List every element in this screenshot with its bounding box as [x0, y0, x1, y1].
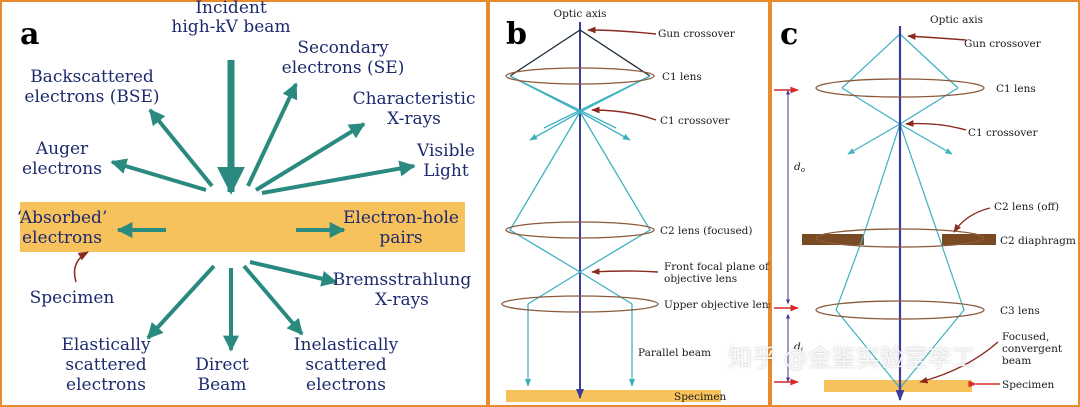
direct-label-1: Direct: [195, 355, 249, 375]
panel-b-border: [488, 0, 770, 407]
inelastic-label-3: electrons: [306, 375, 386, 395]
gun-cone: [509, 29, 651, 77]
panel-b-labels: Optic axis Gun crossover C1 lens C1 cros…: [553, 8, 770, 403]
panel-c-c3-lens-label: C3 lens: [1000, 305, 1040, 317]
backscattered-label-1: Backscattered: [30, 67, 154, 87]
watermark: 知乎 @金鉴实验室李工: [728, 344, 976, 372]
visible-label-1: Visible: [416, 141, 475, 161]
elastic-label-3: electrons: [66, 375, 146, 395]
inelastic-label-1: Inelastically: [294, 335, 399, 355]
specimen-pointer: [73, 251, 89, 283]
panel-c-c2-lens: [815, 228, 985, 248]
panel-a-letter: a: [20, 17, 39, 52]
panel-b-c2-lens: [505, 221, 655, 239]
absorbed-label-1: ‘Absorbed’: [17, 208, 108, 228]
bse-arrow: [148, 108, 214, 188]
panel-b-specimen-label: Specimen: [674, 391, 727, 403]
auger-label-1: Auger: [35, 139, 89, 159]
panel-b-letter: b: [506, 17, 527, 52]
panel-b-specimen-bar: [506, 390, 721, 402]
auger-arrow: [110, 158, 207, 192]
incident-label-1: Incident: [195, 0, 267, 18]
panel-a: a Incident high-kV beam Secondary electr…: [0, 0, 488, 407]
elastic-label-2: scattered: [65, 355, 146, 375]
absorbed-label-2: electrons: [22, 228, 102, 248]
panel-c-diagram: c Optic axis Gun crossov: [770, 0, 1080, 407]
panel-c-c1-crossover-label: C1 crossover: [968, 127, 1039, 139]
elastic-label-1: Elastically: [61, 335, 151, 355]
panel-b-c2-lens-label: C2 lens (focused): [660, 225, 752, 237]
secondary-label-1: Secondary: [297, 38, 389, 58]
panel-a-labels: Incident high-kV beam Secondary electron…: [17, 0, 476, 395]
panel-c-c3-lens: [815, 300, 985, 320]
c2-diaphragm-left: [802, 234, 864, 245]
panel-b-rays: [509, 75, 651, 387]
bremsstrahlung-label-1: Bremsstrahlung: [333, 270, 472, 290]
bremsstrahlung-label-2: X-rays: [375, 290, 429, 310]
inelastic-label-2: scattered: [305, 355, 386, 375]
d-i-label: di: [794, 341, 803, 354]
inelastic-arrow: [242, 264, 304, 336]
panel-c-c2-lens-label: C2 lens (off): [994, 201, 1059, 213]
visible-label-2: Light: [423, 161, 469, 181]
secondary-label-2: electrons (SE): [282, 58, 405, 78]
panel-b-upper-objective-label: Upper objective lens: [664, 299, 770, 311]
focused-label-2: convergent: [1002, 343, 1063, 355]
auger-label-2: electrons: [22, 159, 102, 179]
characteristic-label-1: Characteristic: [353, 89, 476, 109]
panel-b-c1-lens: [505, 67, 655, 85]
panel-c-labels: Optic axis Gun crossover C1 lens C1 cros…: [794, 14, 1076, 391]
panel-b-optic-axis-label: Optic axis: [553, 8, 606, 20]
panel-b-pointers: [587, 26, 659, 275]
panel-c-c1-lens: [815, 78, 985, 98]
focused-label-1: Focused,: [1002, 331, 1049, 343]
characteristic-label-2: X-rays: [387, 109, 441, 129]
backscattered-label-2: electrons (BSE): [24, 87, 159, 107]
panel-b-diagram: b Optic axis Gun crossover C1 lens C1 cr…: [488, 0, 770, 407]
se-arrow: [246, 82, 298, 187]
electron-hole-label-2: pairs: [379, 228, 422, 248]
panel-a-border: [0, 0, 488, 407]
specimen-label: Specimen: [30, 288, 115, 308]
panel-b-c1-crossover-label: C1 crossover: [660, 115, 731, 127]
electron-hole-label-1: Electron-hole: [343, 208, 459, 228]
panel-b-c1-lens-label: C1 lens: [662, 71, 702, 83]
specimen-band: [20, 202, 465, 252]
focused-label-3: beam: [1002, 355, 1031, 367]
incident-label-2: high-kV beam: [171, 17, 290, 37]
panel-c: c Optic axis Gun crossov: [770, 0, 1080, 407]
panel-b-lenses: [501, 67, 659, 313]
light-arrow: [261, 160, 416, 195]
xray-arrow: [254, 122, 366, 192]
panel-b-parallel-beam-label: Parallel beam: [638, 347, 711, 359]
c2-diaphragm-right: [942, 234, 996, 245]
panel-c-optic-axis-label: Optic axis: [930, 14, 983, 26]
panel-b-front-focal-label-2: objective lens: [664, 273, 737, 285]
panel-a-diagram: a Incident high-kV beam Secondary electr…: [0, 0, 488, 407]
panel-c-c1-lens-label: C1 lens: [996, 83, 1036, 95]
panel-c-border: [770, 0, 1080, 407]
panel-b: b Optic axis Gun crossover C1 lens C1 cr…: [488, 0, 770, 407]
panel-c-gun-crossover-label: Gun crossover: [964, 38, 1042, 50]
panel-c-lenses: [815, 78, 985, 320]
bremsstrahlung-arrow: [249, 260, 338, 287]
panel-b-gun-crossover-label: Gun crossover: [658, 28, 736, 40]
panel-b-objective-lens: [501, 295, 659, 313]
d-o-label: do: [794, 161, 805, 174]
panel-c-letter: c: [780, 17, 798, 52]
elastic-arrow: [146, 264, 216, 340]
panel-c-pointers: [905, 33, 999, 384]
panel-b-front-focal-label-1: Front focal plane of: [664, 261, 770, 273]
panel-c-reference-arrows: [774, 86, 1000, 388]
panel-c-specimen-label: Specimen: [1002, 379, 1055, 391]
panel-c-c2-diaphragm-label: C2 diaphragm: [1000, 235, 1076, 247]
direct-label-2: Beam: [198, 375, 247, 395]
